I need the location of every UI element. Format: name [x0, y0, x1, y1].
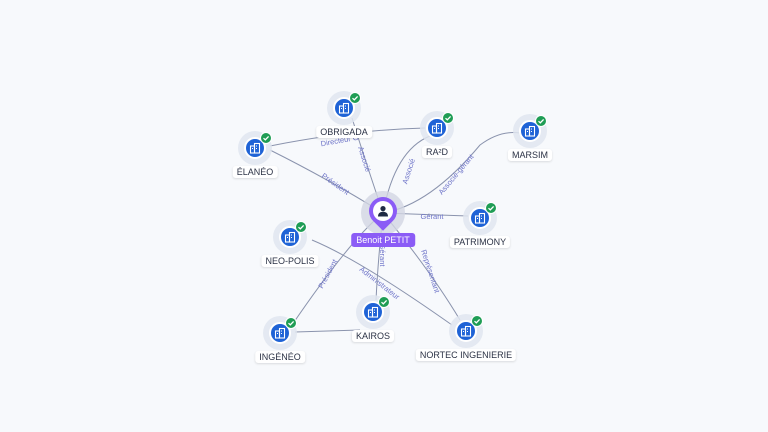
relation-label-patrimony: Gérant [421, 212, 445, 221]
relation-label-ra2d: Associé [400, 157, 417, 185]
building-icon [426, 117, 448, 139]
check-icon [378, 296, 390, 308]
company-name-label: MARSIM [508, 149, 552, 161]
building-icon [244, 137, 266, 159]
check-icon [442, 112, 454, 124]
company-name-label: NORTEC INGENIERIE [415, 349, 517, 361]
building-icon [269, 322, 291, 344]
company-name-label: ÉLANÉO [232, 166, 278, 178]
building-icon [469, 207, 491, 229]
relation-label-obrigada: Associé [356, 145, 373, 173]
person-name-label: Benoit PETIT [351, 233, 415, 247]
check-icon [349, 92, 361, 104]
company-name-label: PATRIMONY [449, 236, 511, 248]
relation-edge-marsim [382, 132, 521, 214]
company-name-label: NEO-POLIS [261, 255, 319, 267]
relation-label-nortec: Représentant [419, 248, 442, 294]
building-icon [333, 97, 355, 119]
person-icon [373, 201, 393, 221]
check-icon [285, 317, 297, 329]
company-name-label: KAIROS [351, 330, 395, 342]
check-icon [295, 221, 307, 233]
check-icon [260, 132, 272, 144]
relation-label-marsim: Associé-gérant [437, 152, 477, 197]
company-name-label: OBRIGADA [316, 126, 372, 138]
building-icon [519, 120, 541, 142]
check-icon [485, 202, 497, 214]
company-name-label: INGÉNÉO [255, 351, 305, 363]
company-name-label: RA²D [422, 146, 452, 158]
relation-label-kairos: Gérant [378, 244, 387, 268]
building-icon [455, 320, 477, 342]
check-icon [535, 115, 547, 127]
relation-label-elaneo: Président [320, 171, 352, 197]
relation-edge-neopolis [311, 239, 453, 326]
building-icon [279, 226, 301, 248]
relation-label-ingeneo: Président [316, 257, 339, 290]
relation-edge-kairos [294, 329, 361, 333]
building-icon [362, 301, 384, 323]
check-icon [471, 315, 483, 327]
